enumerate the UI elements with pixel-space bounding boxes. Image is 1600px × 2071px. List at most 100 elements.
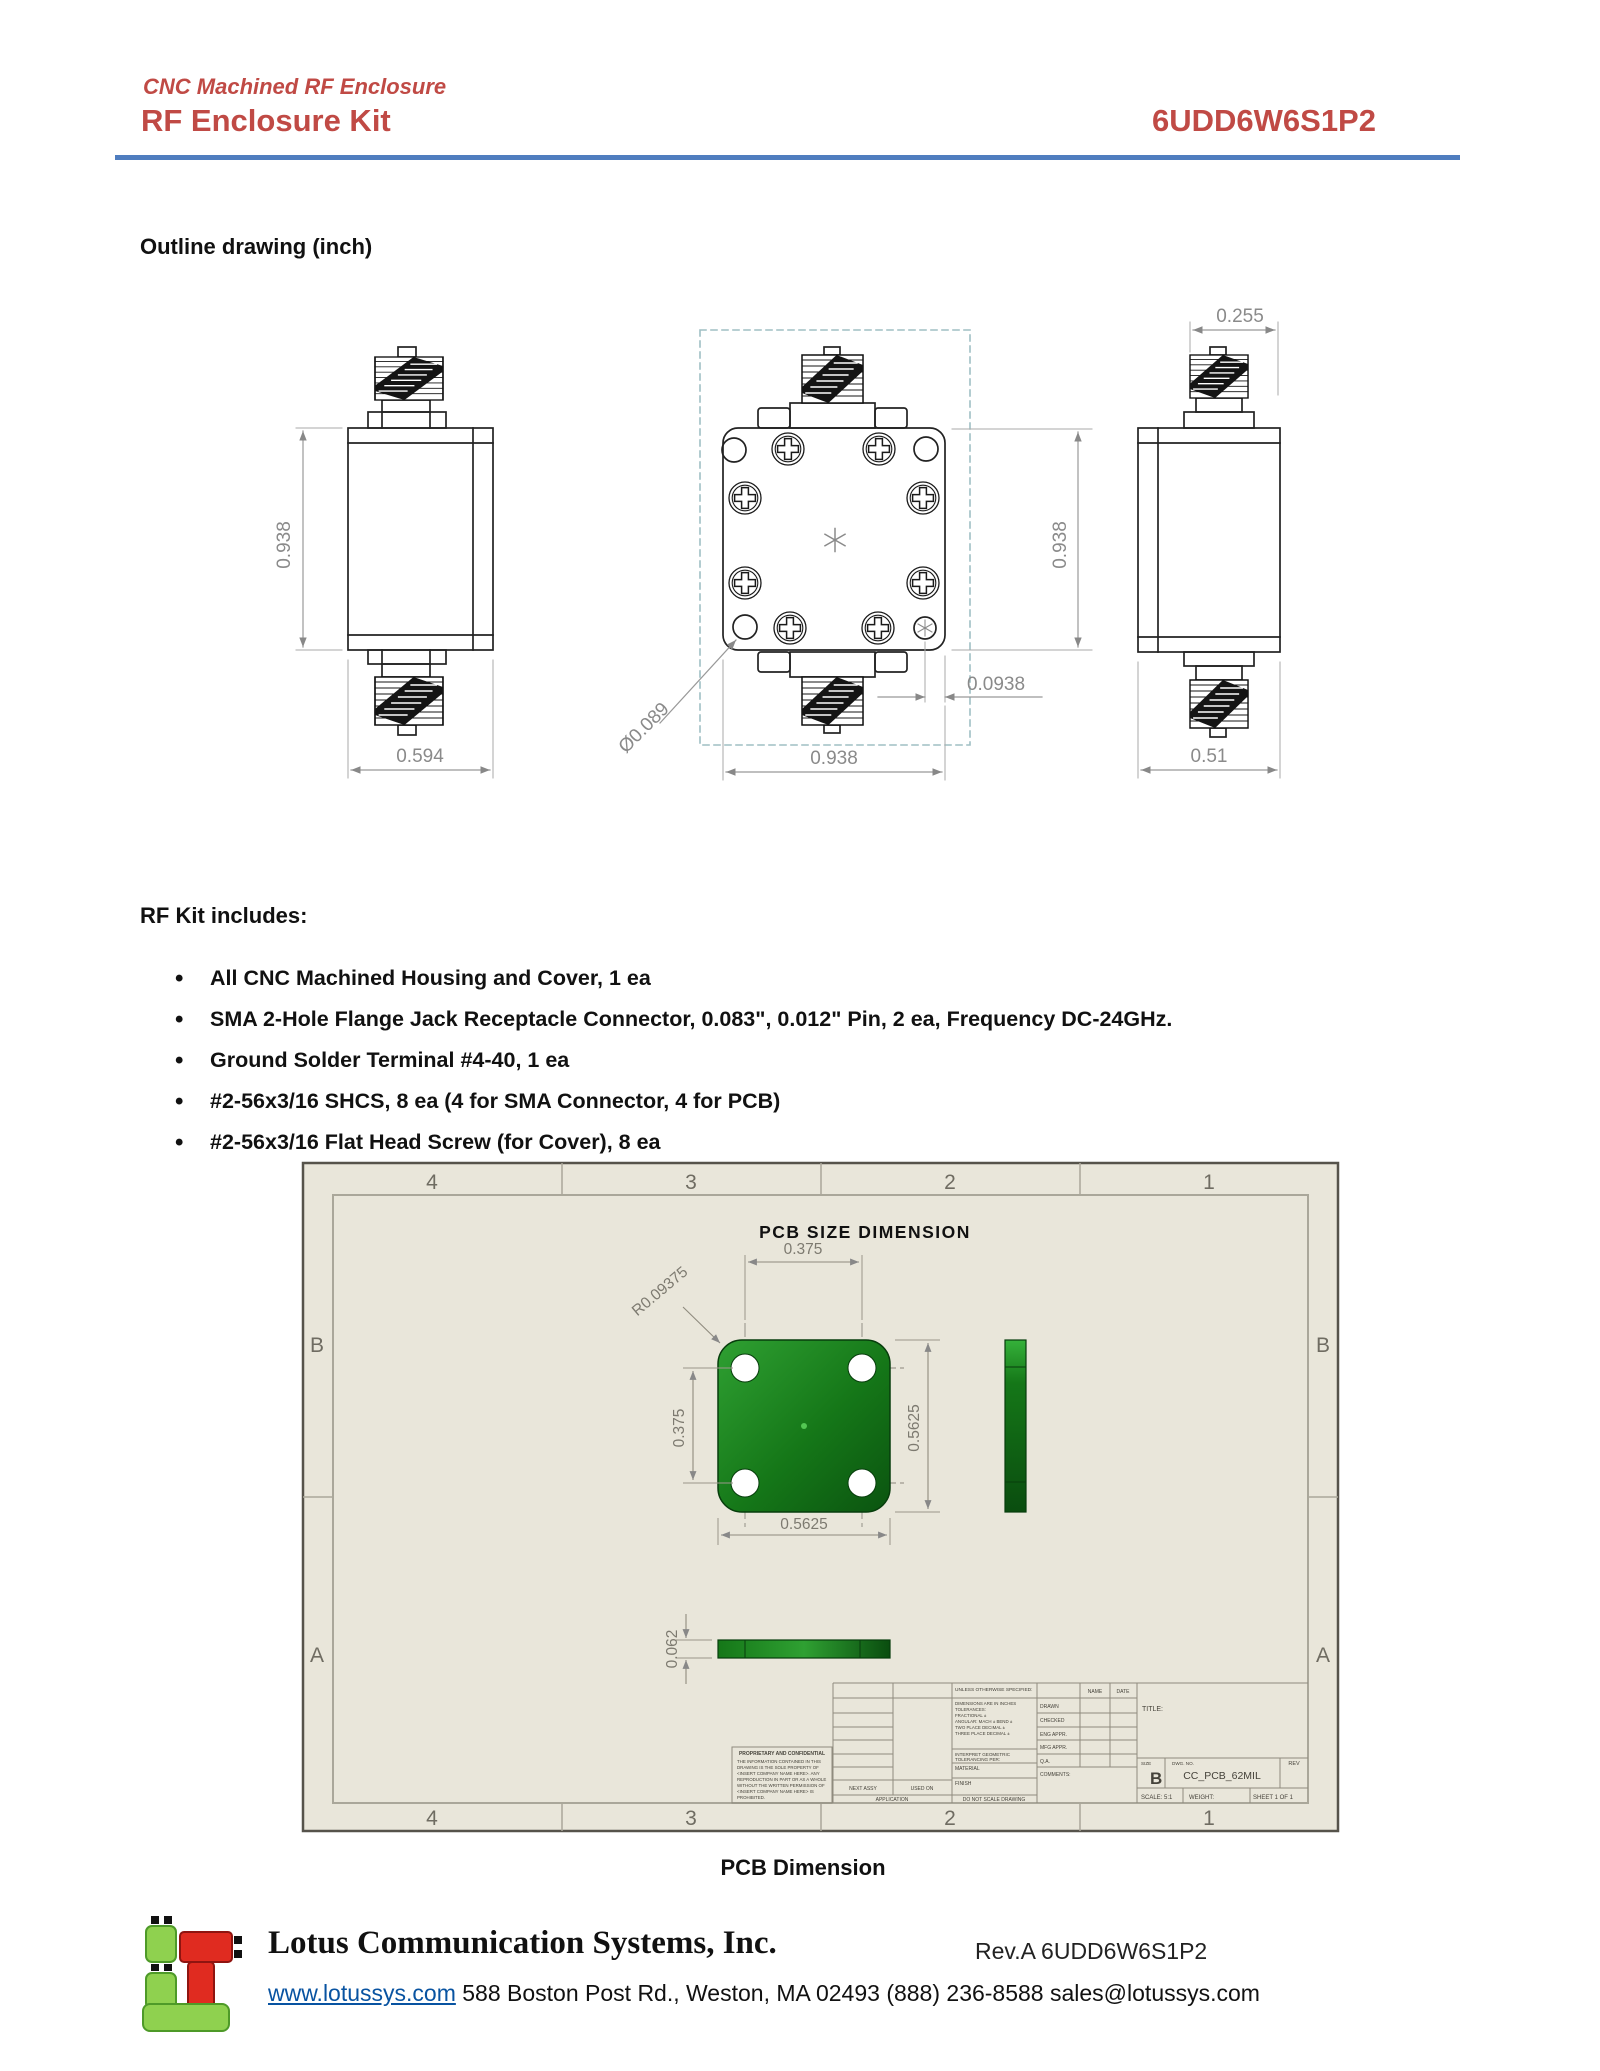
page-title: RF Enclosure Kit [141, 103, 391, 138]
tb-prop-line: PROHIBITED. [737, 1795, 765, 1800]
zone-top-4: 4 [426, 1171, 438, 1194]
pcb-center-dot [801, 1423, 807, 1429]
dim-left-width: 0.594 [396, 746, 444, 767]
zone-bottom-3: 3 [685, 1807, 697, 1830]
list-item: Ground Solder Terminal #4-40, 1 ea [172, 1040, 1172, 1081]
tb-spec-line: FRACTIONAL ± [955, 1713, 987, 1718]
header-eyebrow: CNC Machined RF Enclosure [143, 74, 447, 99]
outline-left-view [347, 346, 494, 736]
title-block [731, 1682, 1308, 1804]
dim-hole-dia: Ø0.089 [615, 699, 674, 758]
kit-item-text: #2-56x3/16 Flat Head Screw (for Cover), … [210, 1130, 661, 1154]
tb-finish: FINISH [955, 1781, 972, 1787]
website-link[interactable]: www.lotussys.com [268, 1980, 456, 2006]
header-rule [115, 155, 1460, 160]
tb-size-label: SIZE [1141, 1761, 1151, 1766]
tb-date: DATE [1117, 1689, 1131, 1695]
zone-right-a: A [1316, 1644, 1330, 1667]
tb-interpret: TOLERANCING PER: [955, 1757, 1000, 1762]
dim-center-width: 0.938 [810, 748, 858, 769]
footer-address-line: www.lotussys.com 588 Boston Post Rd., We… [268, 1980, 1260, 2007]
dim-pcb-width: 0.5625 [780, 1516, 827, 1533]
dim-pcb-thickness: 0.062 [664, 1630, 681, 1669]
tb-spec-line: TWO PLACE DECIMAL ± [955, 1725, 1006, 1730]
tb-title-label: TITLE: [1142, 1706, 1163, 1713]
zone-bottom-4: 4 [426, 1807, 438, 1830]
tb-name: NAME [1088, 1689, 1103, 1695]
pcb-bottom-view [717, 1639, 891, 1659]
tb-prop-line: THE INFORMATION CONTAINED IN THIS [737, 1759, 821, 1764]
tb-spec-line: THREE PLACE DECIMAL ± [955, 1731, 1010, 1736]
zone-left-b: B [310, 1334, 324, 1357]
zone-top-3: 3 [685, 1171, 697, 1194]
company-logo [142, 1916, 242, 2032]
zone-top-2: 2 [944, 1171, 956, 1194]
footer-company-name: Lotus Communication Systems, Inc. [268, 1925, 777, 1961]
kit-item-text: Ground Solder Terminal #4-40, 1 ea [210, 1048, 570, 1072]
tb-used-on: USED ON [911, 1786, 934, 1792]
kit-item-text: #2-56x3/16 SHCS, 8 ea (4 for SMA Connect… [210, 1089, 781, 1113]
tb-dwg-label: DWG. NO. [1172, 1761, 1194, 1766]
zone-bottom-1: 1 [1203, 1807, 1215, 1830]
tb-scale: SCALE: 5:1 [1141, 1795, 1173, 1801]
list-item: SMA 2-Hole Flange Jack Receptacle Connec… [172, 999, 1172, 1040]
dim-pcb-pitch-v: 0.375 [671, 1409, 688, 1448]
outline-drawing: 0.938 0.594 [274, 306, 1281, 781]
kit-list: All CNC Machined Housing and Cover, 1 ea… [172, 958, 1172, 1163]
tb-do-not-scale: DO NOT SCALE DRAWING [963, 1797, 1026, 1803]
tb-prop-line: <INSERT COMPANY NAME HERE>. ANY [737, 1771, 820, 1776]
tb-material: MATERIAL [955, 1766, 980, 1772]
outline-right-view [1137, 346, 1281, 738]
outline-heading: Outline drawing (inch) [140, 234, 373, 259]
tb-size: B [1150, 1769, 1162, 1788]
tb-weight: WEIGHT: [1189, 1795, 1214, 1801]
outline-center-view [721, 346, 946, 734]
tb-prop-line: WITHOUT THE WRITTEN PERMISSION OF [737, 1783, 825, 1788]
kit-heading: RF Kit includes: [140, 903, 308, 928]
tb-rev-label: REV [1288, 1761, 1300, 1767]
tb-application: APPLICATION [876, 1797, 909, 1803]
zone-right-b: B [1316, 1334, 1330, 1357]
tb-prop-line: DRAWING IS THE SOLE PROPERTY OF [737, 1765, 819, 1770]
zone-top-1: 1 [1203, 1171, 1215, 1194]
tb-row-label: DRAWN [1040, 1704, 1059, 1710]
tb-spec-line: ANGULAR: MACH ± BEND ± [955, 1719, 1013, 1724]
pcb-cad-sheet: 4 3 2 1 4 3 2 1 B A B A PCB SIZE DIMENSI… [301, 1161, 1340, 1833]
bounding-dashed-box [699, 329, 971, 746]
tb-prop-line: <INSERT COMPANY NAME HERE> IS [737, 1789, 814, 1794]
tb-sheet: SHEET 1 OF 1 [1253, 1795, 1294, 1801]
list-item: All CNC Machined Housing and Cover, 1 ea [172, 958, 1172, 999]
dim-right-width: 0.51 [1191, 746, 1228, 767]
dim-pin-offset: 0.0938 [967, 674, 1025, 695]
list-item: #2-56x3/16 Flat Head Screw (for Cover), … [172, 1122, 1172, 1163]
tb-prop-line: REPRODUCTION IN PART OR AS A WHOLE [737, 1777, 826, 1782]
kit-item-text: All CNC Machined Housing and Cover, 1 ea [210, 966, 651, 990]
tb-interpret: INTERPRET GEOMETRIC [955, 1752, 1011, 1757]
tb-row-label: ENG APPR. [1040, 1732, 1067, 1738]
tb-next-assy: NEXT ASSY [849, 1786, 877, 1792]
kit-item-text: SMA 2-Hole Flange Jack Receptacle Connec… [210, 1007, 1173, 1031]
zone-left-a: A [310, 1644, 324, 1667]
tb-unless: UNLESS OTHERWISE SPECIFIED: [955, 1687, 1032, 1693]
dim-center-height: 0.938 [1050, 521, 1071, 569]
tb-spec-line: DIMENSIONS ARE IN INCHES [955, 1701, 1016, 1706]
tb-row-label: COMMENTS: [1040, 1772, 1071, 1778]
tb-row-label: MFG APPR. [1040, 1745, 1067, 1751]
zone-bottom-2: 2 [944, 1807, 956, 1830]
list-item: #2-56x3/16 SHCS, 8 ea (4 for SMA Connect… [172, 1081, 1172, 1122]
tb-spec-line: TOLERANCES: [955, 1707, 986, 1712]
dim-pcb-height: 0.5625 [906, 1404, 923, 1451]
footer-address: 588 Boston Post Rd., Weston, MA 02493 (8… [455, 1980, 1260, 2006]
tb-dwg-no: CC_PCB_62MIL [1183, 1770, 1261, 1782]
tb-proprietary-title: PROPRIETARY AND CONFIDENTIAL [739, 1751, 825, 1757]
dim-conn-len: 0.255 [1216, 306, 1264, 327]
tb-row-label: Q.A. [1040, 1759, 1050, 1765]
part-number: 6UDD6W6S1P2 [1152, 103, 1376, 138]
footer-revision: Rev.A 6UDD6W6S1P2 [975, 1938, 1208, 1964]
pcb-side-view [1004, 1339, 1027, 1513]
dim-pcb-pitch-h: 0.375 [784, 1241, 823, 1258]
tb-row-label: CHECKED [1040, 1718, 1065, 1724]
dim-left-height: 0.938 [274, 521, 295, 569]
